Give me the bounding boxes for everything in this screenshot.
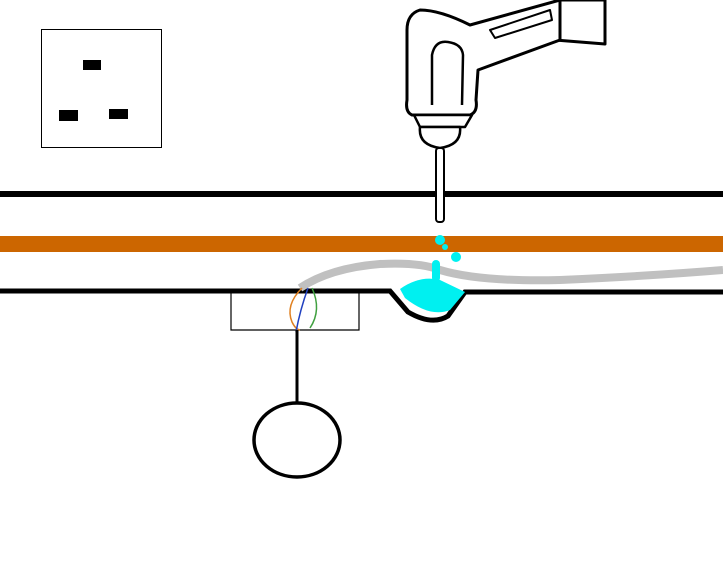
socket-earth-pin [83, 60, 101, 70]
water-leak [400, 235, 465, 313]
cable [297, 259, 723, 292]
light-fitting [252, 401, 342, 479]
wire-orange [289, 287, 303, 331]
junction-box [230, 287, 360, 333]
socket-neutral-pin [109, 109, 128, 119]
copper-pipe [0, 236, 723, 252]
wire-green [309, 287, 318, 329]
wall-bottom-line [0, 288, 723, 323]
wire-blue [295, 287, 309, 333]
socket-outlet [41, 29, 162, 148]
drill [405, 0, 607, 223]
socket-live-pin [59, 110, 78, 121]
